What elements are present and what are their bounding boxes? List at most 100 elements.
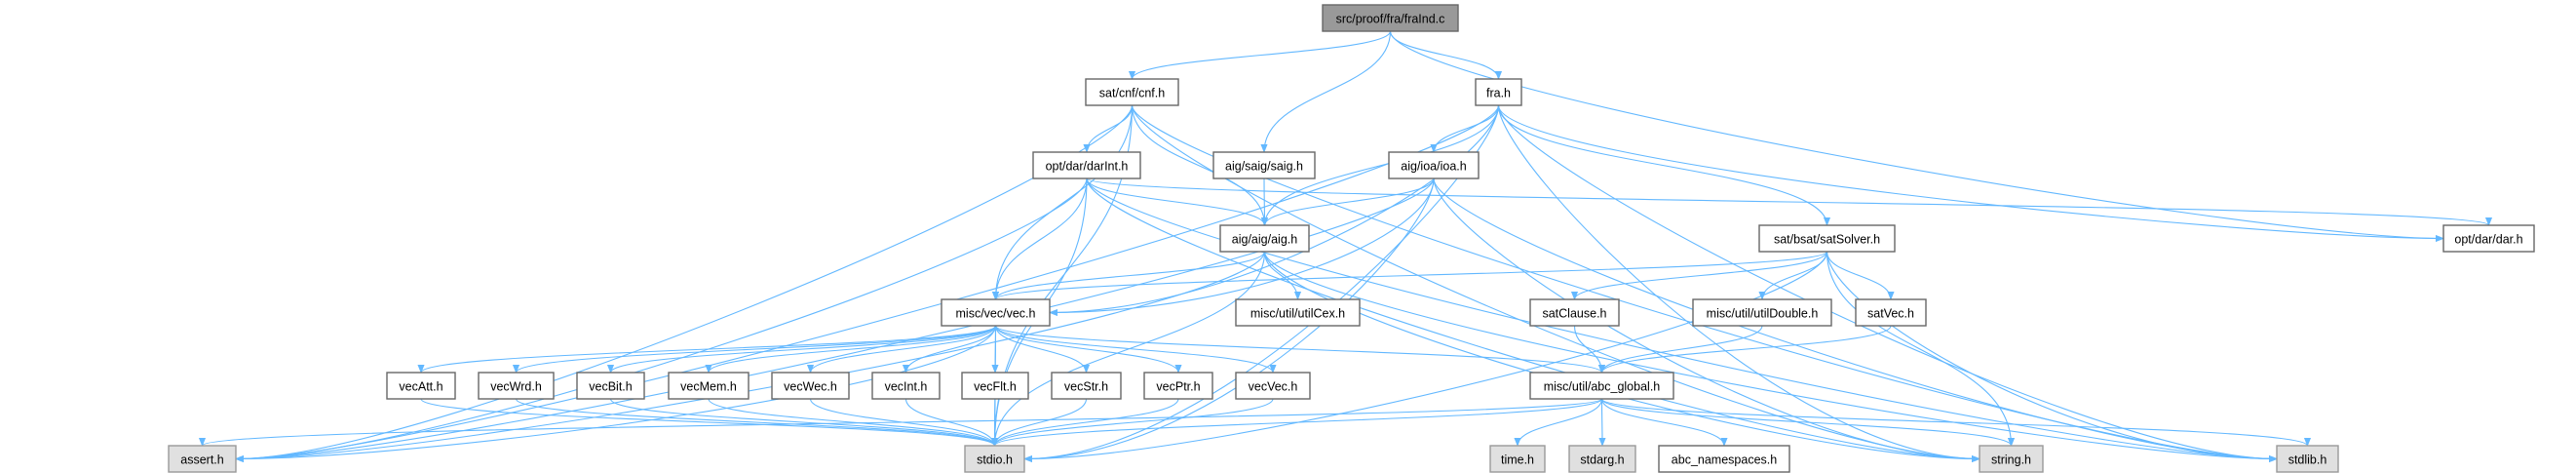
edge-vec-to-abc_global [994,325,1605,374]
node-string: string.h [1979,445,2044,473]
node-label: sat/cnf/cnf.h [1099,87,1165,100]
node-satVec[interactable]: satVec.h [1855,298,1927,327]
node-vec[interactable]: misc/vec/vec.h [941,298,1051,327]
edge-ioa-to-aig [1260,177,1435,226]
edge-vec-to-vecStr [994,325,1091,374]
node-aig[interactable]: aig/aig/aig.h [1219,224,1310,253]
node-box [1979,445,2044,473]
node-abc-global[interactable]: misc/util/abc_global.h [1529,372,1674,400]
edge-darInt-to-aig [1086,177,1269,226]
edge-fraInd-to-dar [1389,30,2444,243]
node-vecWrd[interactable]: vecWrd.h [478,372,555,400]
node-label: vecWrd.h [490,380,542,394]
node-box [1529,298,1620,327]
node-box [386,372,456,400]
node-vecVec[interactable]: vecVec.h [1235,372,1311,400]
edge-vecMem-to-stdio [708,398,999,447]
node-label: misc/util/utilDouble.h [1707,307,1819,321]
node-label: assert.h [180,453,224,467]
edge-vecWrd-to-stdio [515,398,998,447]
node-abc-namespaces[interactable]: abc_namespaces.h [1658,445,1790,473]
node-box [1692,298,1832,327]
node-satSolver[interactable]: sat/bsat/satSolver.h [1758,224,1896,253]
node-box [1085,78,1179,106]
edge-ioa-to-stdio [1023,177,1435,463]
node-label: vecWec.h [784,380,837,394]
node-assert: assert.h [168,445,237,473]
node-label: stdio.h [977,453,1013,467]
node-box [871,372,941,400]
edge-satSolver-to-string [1826,251,2016,447]
node-label: aig/saig/saig.h [1225,160,1303,174]
node-vecInt[interactable]: vecInt.h [871,372,941,400]
edge-fra-to-vec [1049,104,1500,317]
node-label: opt/dar/dar.h [2454,233,2522,247]
node-vecPtr[interactable]: vecPtr.h [1143,372,1213,400]
edge-satSolver-to-vec [992,251,1828,300]
node-time: time.h [1489,445,1546,473]
node-darInt[interactable]: opt/dar/darInt.h [1032,151,1141,179]
node-label: satVec.h [1867,307,1914,321]
node-vecFlt[interactable]: vecFlt.h [961,372,1029,400]
node-saig[interactable]: aig/saig/saig.h [1212,151,1316,179]
node-label: fra.h [1486,87,1511,100]
node-box [1855,298,1927,327]
node-label: opt/dar/darInt.h [1046,160,1129,174]
node-utilDouble[interactable]: misc/util/utilDouble.h [1692,298,1832,327]
edge-fra-to-string [1497,104,1980,463]
node-box [1529,372,1674,400]
node-label: misc/util/abc_global.h [1544,380,1661,394]
edge-fra-to-ioa [1430,104,1500,153]
node-stdlib: stdlib.h [2276,445,2339,473]
edge-darInt-to-assert [235,177,1088,463]
node-box [2276,445,2339,473]
node-label: misc/util/utilCex.h [1250,307,1345,321]
node-box [961,372,1029,400]
edge-fra-to-dar [1497,104,2444,243]
edge-cnf-to-darInt [1083,104,1134,153]
edge-aig-to-utilCex [1263,251,1302,300]
node-fraInd[interactable]: src/proof/fra/fraInd.c [1322,4,1459,32]
node-label: stdarg.h [1580,453,1624,467]
node-box [1235,372,1311,400]
node-utilCex[interactable]: misc/util/utilCex.h [1235,298,1361,327]
node-vecStr[interactable]: vecStr.h [1051,372,1122,400]
edge-aig-to-stdlib [1263,251,2278,463]
edge-ioa-to-vec [1049,177,1435,317]
node-box [576,372,645,400]
node-label: aig/aig/aig.h [1232,233,1297,247]
edge-vec-to-vecWec [806,325,997,374]
node-cnf[interactable]: sat/cnf/cnf.h [1085,78,1179,106]
edge-vec-to-vecPtr [994,325,1182,374]
node-fra[interactable]: fra.h [1475,78,1522,106]
node-ioa[interactable]: aig/ioa/ioa.h [1388,151,1480,179]
node-vecWec[interactable]: vecWec.h [771,372,850,400]
edge-satVec-to-abc_global [1598,325,1892,374]
node-stdarg: stdarg.h [1568,445,1636,473]
edge-fra-to-satSolver [1497,104,1831,226]
node-vecAtt[interactable]: vecAtt.h [386,372,456,400]
node-label: vecFlt.h [974,380,1017,394]
edge-abc_global-to-time [1514,398,1603,447]
node-box [1475,78,1522,106]
edge-abc_global-to-stdlib [1600,398,2311,447]
node-box [1212,151,1316,179]
node-box [1388,151,1480,179]
edge-vecPtr-to-stdio [990,398,1179,447]
node-label: time.h [1501,453,1534,467]
node-satClause[interactable]: satClause.h [1529,298,1620,327]
node-box [2442,224,2535,253]
node-box [1489,445,1546,473]
edge-satSolver-to-satClause [1570,251,1828,300]
edge-vec-to-vecInt [902,325,997,374]
node-box [1219,224,1310,253]
edge-abc_global-to-stdarg [1598,398,1606,447]
node-label: abc_namespaces.h [1672,453,1777,467]
edge-darInt-to-dar [1086,177,2492,226]
node-vecMem[interactable]: vecMem.h [668,372,750,400]
edge-vec-to-vecBit [607,325,997,374]
node-label: vecPtr.h [1156,380,1200,394]
node-vecBit[interactable]: vecBit.h [576,372,645,400]
node-dar[interactable]: opt/dar/dar.h [2442,224,2535,253]
